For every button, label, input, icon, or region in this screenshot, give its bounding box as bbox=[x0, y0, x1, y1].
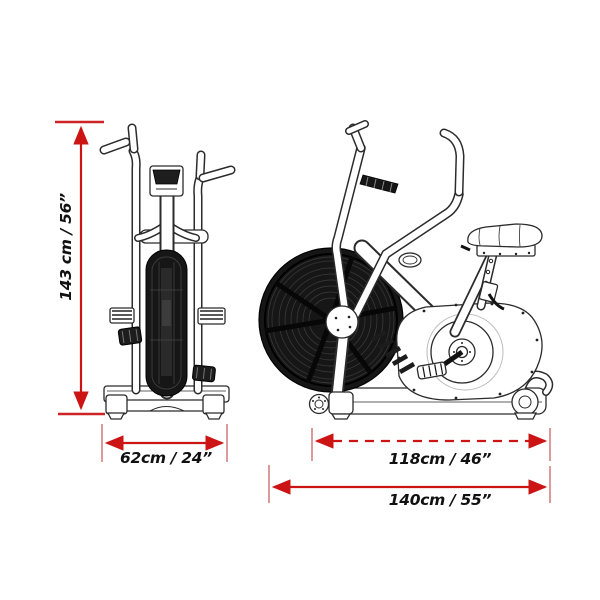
overall-length-dimension-label: 140cm / 55” bbox=[388, 491, 492, 509]
seat-adjust-lever bbox=[487, 293, 505, 311]
saddle bbox=[460, 223, 543, 257]
height-dimension-label: 143 cm / 56” bbox=[57, 193, 75, 301]
pedal-left-front bbox=[117, 326, 143, 346]
inner-length-dimension-label: 118cm / 46” bbox=[388, 450, 492, 468]
foot-peg-left bbox=[109, 307, 135, 324]
drive-housing bbox=[396, 302, 543, 401]
fan-hub bbox=[325, 305, 359, 339]
front-view-drawing bbox=[99, 123, 236, 420]
width-dimension-arrow bbox=[101, 424, 228, 462]
pedal-side bbox=[416, 361, 447, 380]
console-screen bbox=[152, 169, 181, 185]
foot-peg-right bbox=[197, 307, 226, 325]
pedal-right-front bbox=[192, 364, 216, 383]
width-dimension-label: 62cm / 24” bbox=[120, 449, 212, 467]
rear-stabilizer bbox=[511, 388, 539, 416]
front-fan-wheel bbox=[145, 249, 188, 397]
inner-length-dimension-arrow bbox=[311, 428, 551, 461]
bottle-holder bbox=[398, 252, 422, 268]
handlebar-tray bbox=[359, 174, 399, 194]
frame-step-stripes bbox=[370, 330, 416, 374]
overall-length-dimension-arrow bbox=[268, 465, 551, 503]
height-dimension-arrow bbox=[55, 120, 105, 416]
side-view-drawing bbox=[258, 120, 554, 420]
